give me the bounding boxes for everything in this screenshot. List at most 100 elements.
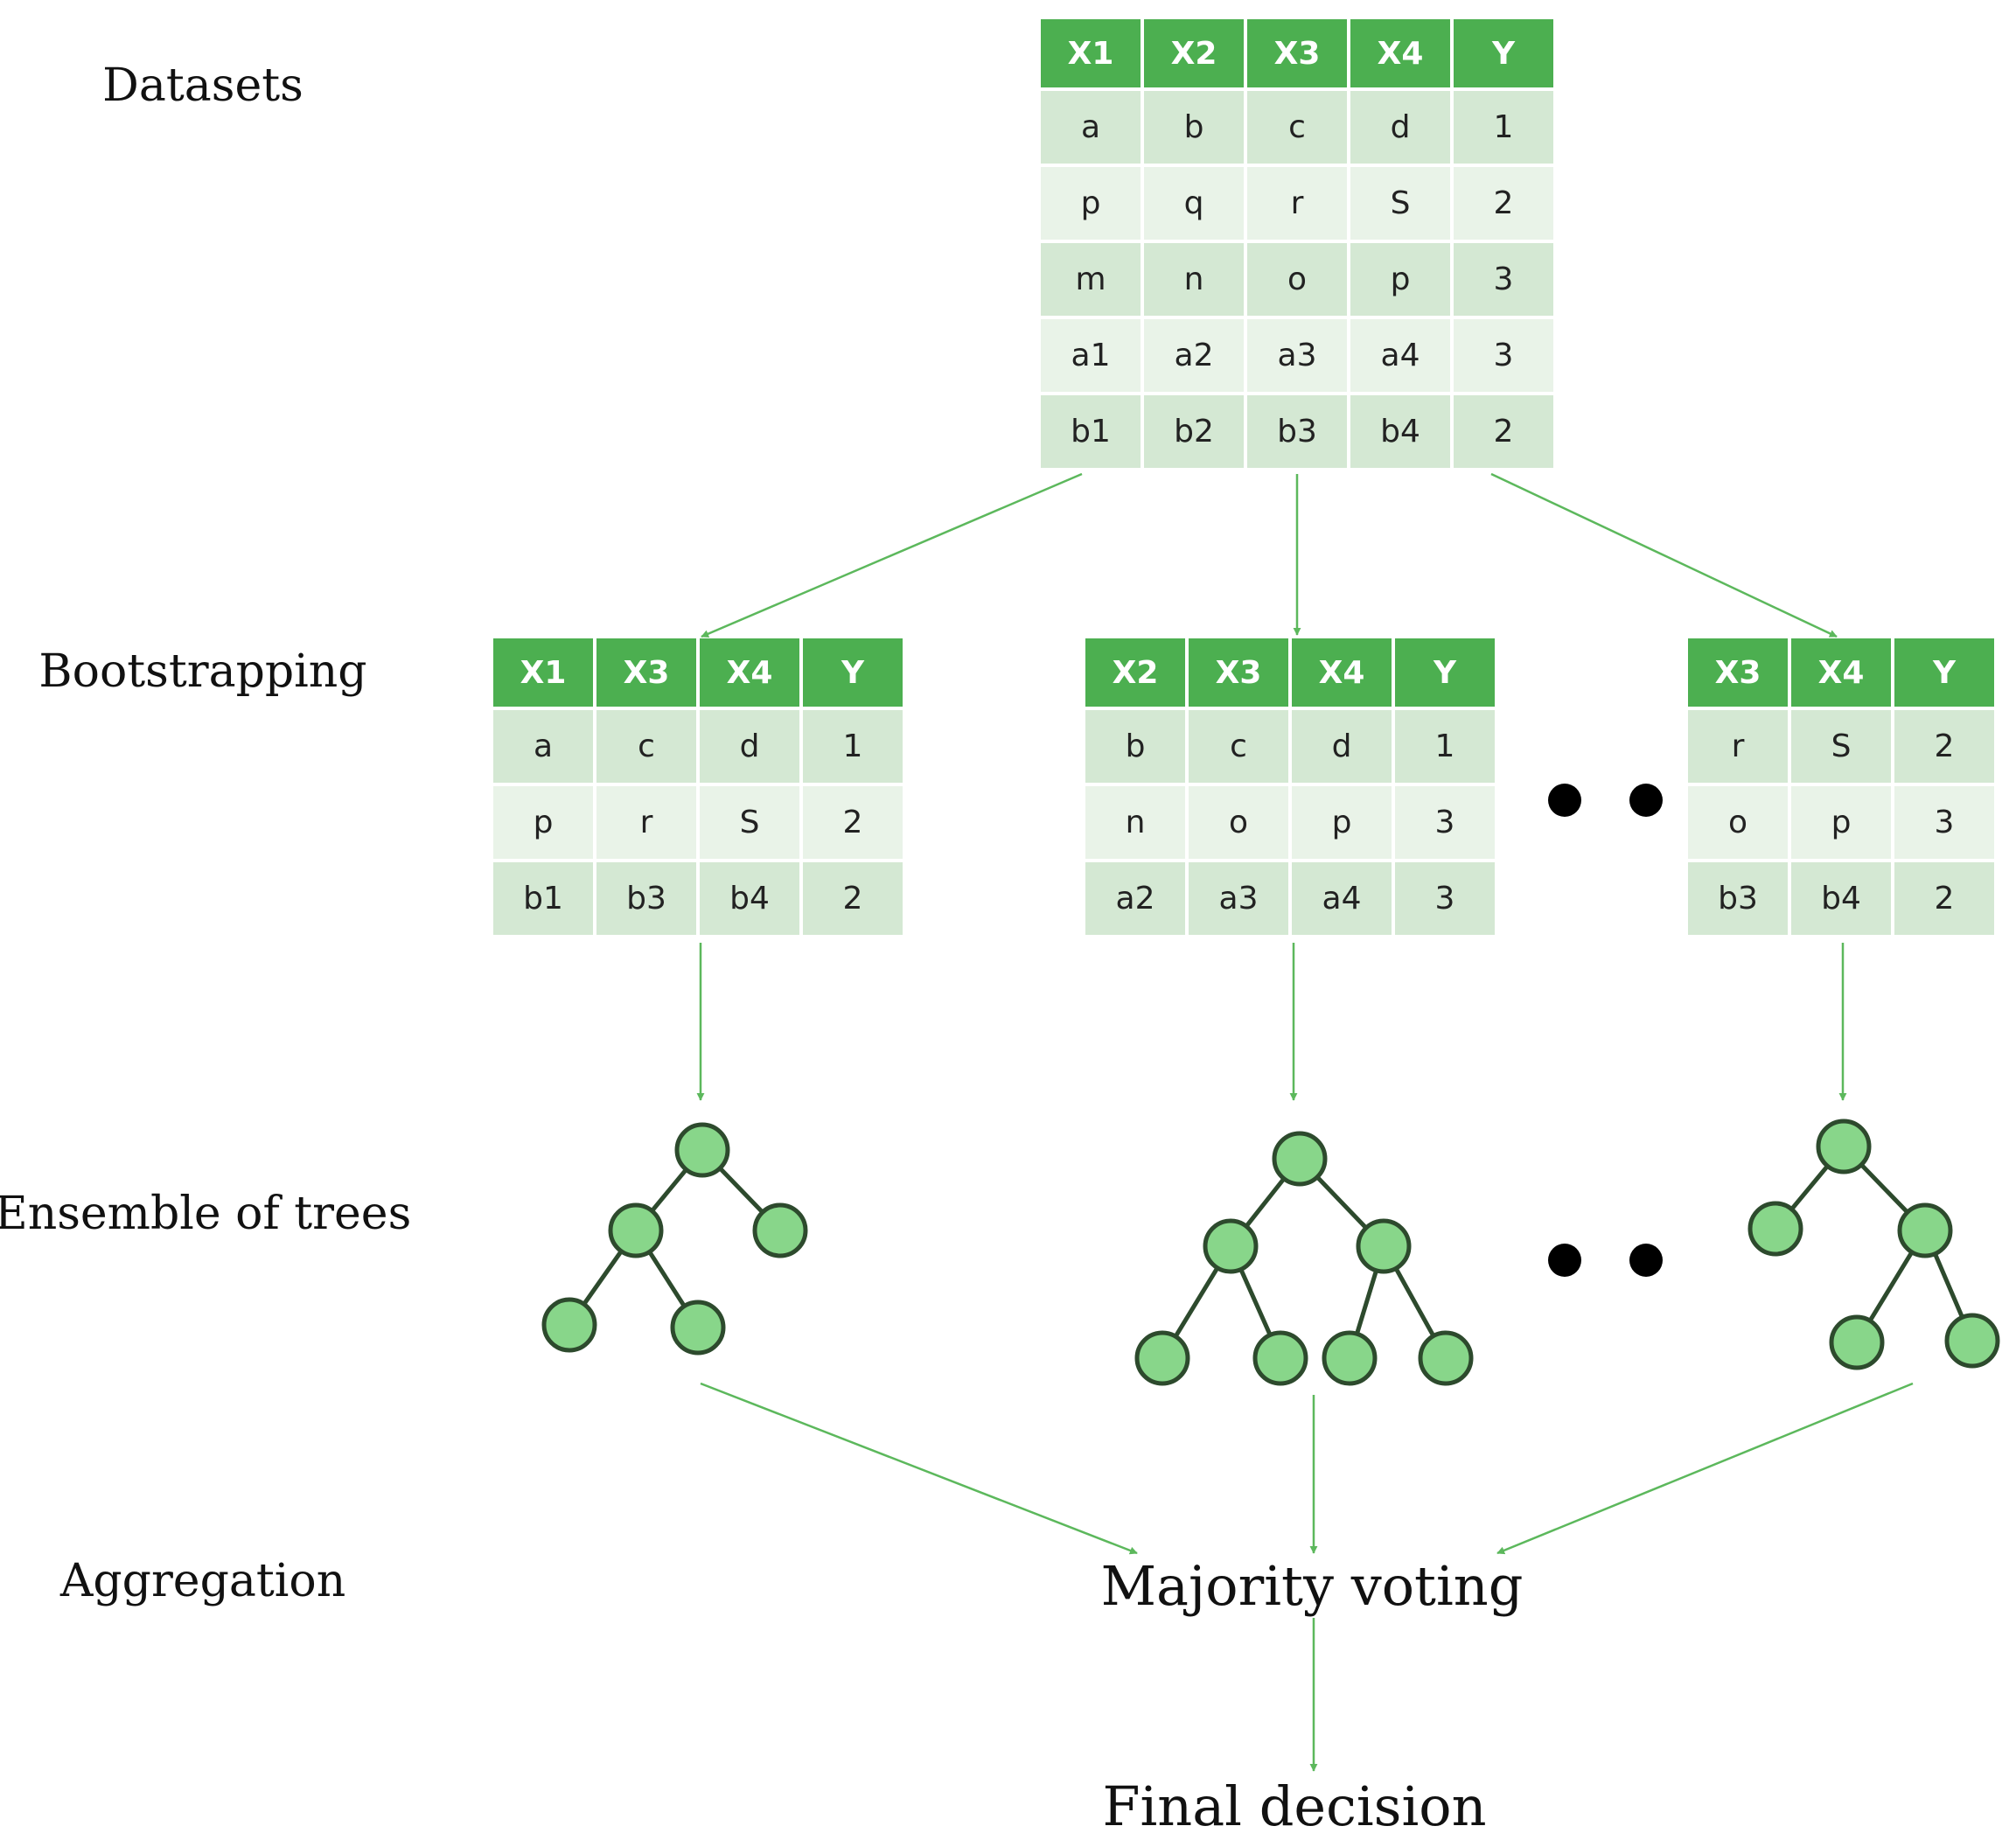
tree-node [1356,1218,1412,1274]
tree-node [1322,1330,1378,1386]
table-cell: 3 [1395,786,1495,859]
table-cell: r [1247,167,1347,240]
tree-node [1897,1202,1953,1258]
table-cell: S [1350,167,1450,240]
table-cell: 2 [1454,167,1553,240]
tree-node [1944,1313,2000,1369]
table-cell: 2 [803,862,903,935]
arrow-dataset-to-bootstrap-1 [701,472,1083,638]
table-cell: c [596,710,696,783]
table-cell: 3 [1454,319,1553,392]
ellipsis-dot [1548,784,1581,817]
table-cell: b3 [1247,395,1347,468]
decision-tree-2 [1134,1131,1474,1386]
table-header-cell: X3 [1688,638,1788,707]
table-cell: m [1041,243,1141,316]
tree-node [1816,1119,1872,1174]
ellipsis-dot [1629,784,1663,817]
table-cell: a4 [1292,862,1392,935]
table-cell: a4 [1350,319,1450,392]
table-cell: a [1041,91,1141,164]
table-cell: d [1292,710,1392,783]
stage-label-ensemble-of-trees: Ensemble of trees [0,1188,412,1240]
table-cell: b2 [1144,395,1244,468]
tree-node [1747,1201,1803,1257]
table-header-cell: X3 [1247,19,1347,87]
ellipsis-dots-bootstrapping [1548,784,1663,817]
tree-node [1418,1330,1474,1386]
tree-node [1252,1330,1308,1386]
table-cell: b1 [493,862,593,935]
table-cell: b1 [1041,395,1141,468]
decision-tree-3 [1747,1119,2000,1370]
table-cell: o [1247,243,1347,316]
table-cell: p [1292,786,1392,859]
ellipsis-dots-ensemble [1548,1244,1663,1277]
table-cell: b3 [1688,862,1788,935]
table-cell: b4 [1791,862,1891,935]
table-cell: p [1350,243,1450,316]
tree-node [670,1300,726,1356]
tree-node [1203,1218,1259,1274]
table-cell: 2 [1454,395,1553,468]
table-cell: d [700,710,799,783]
arrow-tree-3-to-majority-voting [1496,1382,1914,1555]
table-header-cell: X4 [1350,19,1450,87]
table-header-cell: X1 [1041,19,1141,87]
table-header-cell: Y [1395,638,1495,707]
tree-node [1829,1314,1885,1370]
table-header-cell: X4 [700,638,799,707]
arrow-tree-1-to-majority-voting [700,1382,1138,1555]
table-cell: a3 [1189,862,1288,935]
table-header-cell: X4 [1292,638,1392,707]
table-cell: b3 [596,862,696,935]
tree-node [674,1122,730,1178]
table-cell: 2 [1894,710,1994,783]
table-header-cell: X3 [596,638,696,707]
table-cell: n [1144,243,1244,316]
table-cell: p [493,786,593,859]
stage-label-bootstrapping: Bootstrapping [38,645,367,698]
table-header-cell: Y [1454,19,1553,87]
table-cell: 2 [803,786,903,859]
table-header-cell: X3 [1189,638,1288,707]
table-cell: S [700,786,799,859]
table-cell: o [1189,786,1288,859]
table-cell: 3 [1454,243,1553,316]
table-cell: 1 [1454,91,1553,164]
table-header-cell: X1 [493,638,593,707]
table-cell: b4 [1350,395,1450,468]
table-cell: p [1041,167,1141,240]
tree-node [1134,1330,1190,1386]
table-cell: d [1350,91,1450,164]
table-header-cell: X4 [1791,638,1891,707]
table-cell: a3 [1247,319,1347,392]
ellipsis-dot [1629,1244,1663,1277]
table-cell: S [1791,710,1891,783]
table-cell: r [1688,710,1788,783]
table-cell: n [1085,786,1185,859]
final-decision-label: Final decision [1102,1774,1487,1838]
majority-voting-label: Majority voting [1100,1554,1524,1618]
table-cell: q [1144,167,1244,240]
tree-node [752,1202,808,1258]
table-cell: a1 [1041,319,1141,392]
table-cell: c [1189,710,1288,783]
table-cell: 1 [1395,710,1495,783]
table-cell: r [596,786,696,859]
table-header-cell: Y [1894,638,1994,707]
